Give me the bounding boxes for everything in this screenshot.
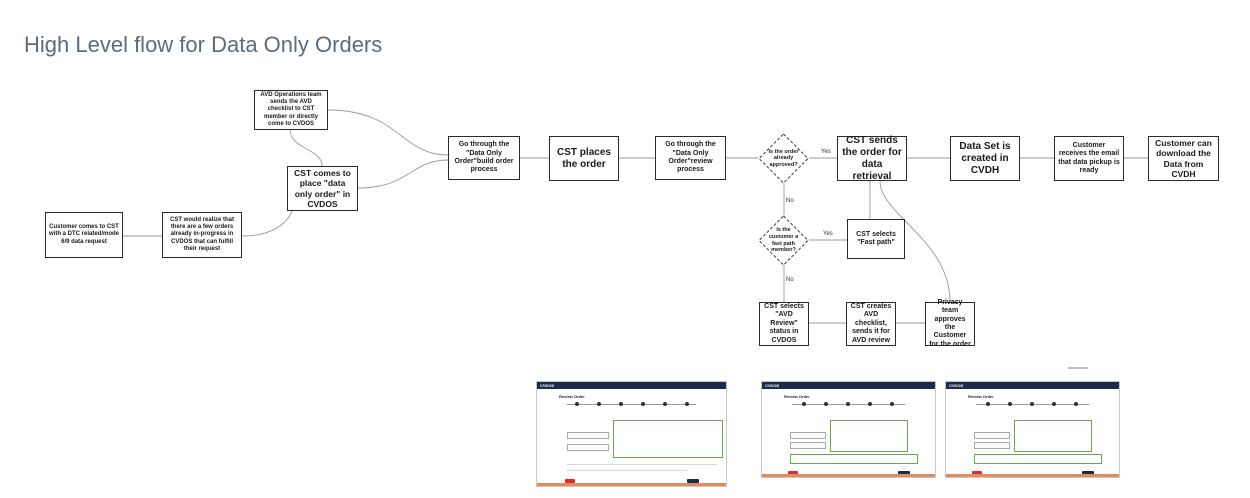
divider [567,470,687,471]
notes-box [790,454,918,464]
stepper-dot [641,402,645,406]
edge-avd-to-build [327,109,449,156]
reject-button [565,479,575,483]
node-customer-download: Customer can download the Data from CVDH [1148,136,1219,181]
diamond-label: Is the order already approved? [768,148,799,168]
stepper-dot [597,402,601,406]
app-logo: CVDOS [949,383,964,388]
form-field [974,442,1010,449]
screenshot-thumbnail-1: CVDOS Review Order [536,381,727,487]
stepper-line [567,404,696,405]
submit-button [898,471,910,475]
diamond-shape [758,133,809,184]
thumbnail-heading: Review Order [559,394,585,399]
reject-button [788,471,798,475]
stepper-dot [868,402,872,406]
node-cst-comes: CST comes to place "data only order" in … [287,166,358,211]
comment-box [830,420,908,452]
node-review-process: Go through the "Data Only Order"review p… [655,136,726,180]
stepper-dot [1052,402,1056,406]
stepper-dot [802,402,806,406]
node-cst-realize: CST would realize that there are a few o… [162,212,242,258]
node-customer-email: Customer receives the email that data pi… [1054,136,1124,181]
label-yes-fast: Yes [823,231,833,237]
app-bar: CVDOS [537,382,726,389]
screenshot-thumbnail-2: CVDOS Review Order [761,381,936,478]
edge-cst-comes-to-build [357,159,449,189]
thumbnail-heading: Review Order [968,394,994,399]
node-avd-ops: AVD Operations team sends the AVD checkl… [254,90,328,130]
node-dataset-created: Data Set is created in CVDH [950,136,1020,181]
edge-avd-to-cst-comes [289,128,323,167]
notes-box [974,454,1102,464]
form-field [567,444,609,451]
app-logo: CVDOS [765,383,780,388]
comment-box [1014,420,1092,452]
bottom-stripe [537,483,726,486]
label-no-fast: No [786,277,794,283]
stepper-dot [1030,402,1034,406]
diamond-label: Is the customer a fast path member? [768,227,799,254]
label-yes-approved: Yes [821,149,831,155]
app-bar: CVDOS [762,382,935,389]
stepper-dot [663,402,667,406]
node-cst-places: CST places the order [549,136,619,181]
screenshot-thumbnail-3: CVDOS Review Order [945,381,1120,478]
stepper-dot [824,402,828,406]
stepper-dot [846,402,850,406]
form-field [790,442,826,449]
node-privacy-approves: Privacy team approves the Customer for t… [925,299,975,348]
node-build-order: Go through the "Data Only Order"build or… [448,136,520,180]
page-title: High Level flow for Data Only Orders [24,32,383,57]
form-field [974,432,1010,439]
reject-button [972,471,982,475]
bottom-stripe [762,474,935,477]
app-bar: CVDOS [946,382,1119,389]
form-field [790,432,826,439]
decision-already-approved: Is the order already approved? [758,133,809,184]
divider [567,464,717,465]
submit-button [1082,471,1094,475]
stepper-dot [890,402,894,406]
stepper-dot [986,402,990,406]
decision-fast-path: Is the customer a fast path member? [758,215,809,266]
comment-box [613,420,723,458]
node-selects-avd-review: CST selects "AVD Review" status in CVDOS [759,302,809,346]
node-customer-comes: Customer comes to CST with a DTC related… [45,212,123,258]
form-field [567,432,609,439]
stepper-dot [619,402,623,406]
diamond-shape [758,215,809,266]
node-sends-retrieval: CST sends the order for data retrieval [837,135,907,182]
bottom-stripe [946,474,1119,477]
node-creates-checklist: CST creates AVD checklist, sends it for … [846,302,896,346]
stepper-dot [1074,402,1078,406]
node-selects-fast-path: CST selects "Fast path" [847,219,905,259]
tiny-note-mark [1068,367,1088,369]
app-logo: CVDOS [540,383,555,388]
thumbnail-heading: Review Order [784,394,810,399]
submit-button [687,479,699,483]
label-no-approved: No [786,198,794,204]
stepper-dot [575,402,579,406]
edge-privacy-to-sends [879,180,951,303]
stepper-dot [685,402,689,406]
stepper-dot [1008,402,1012,406]
